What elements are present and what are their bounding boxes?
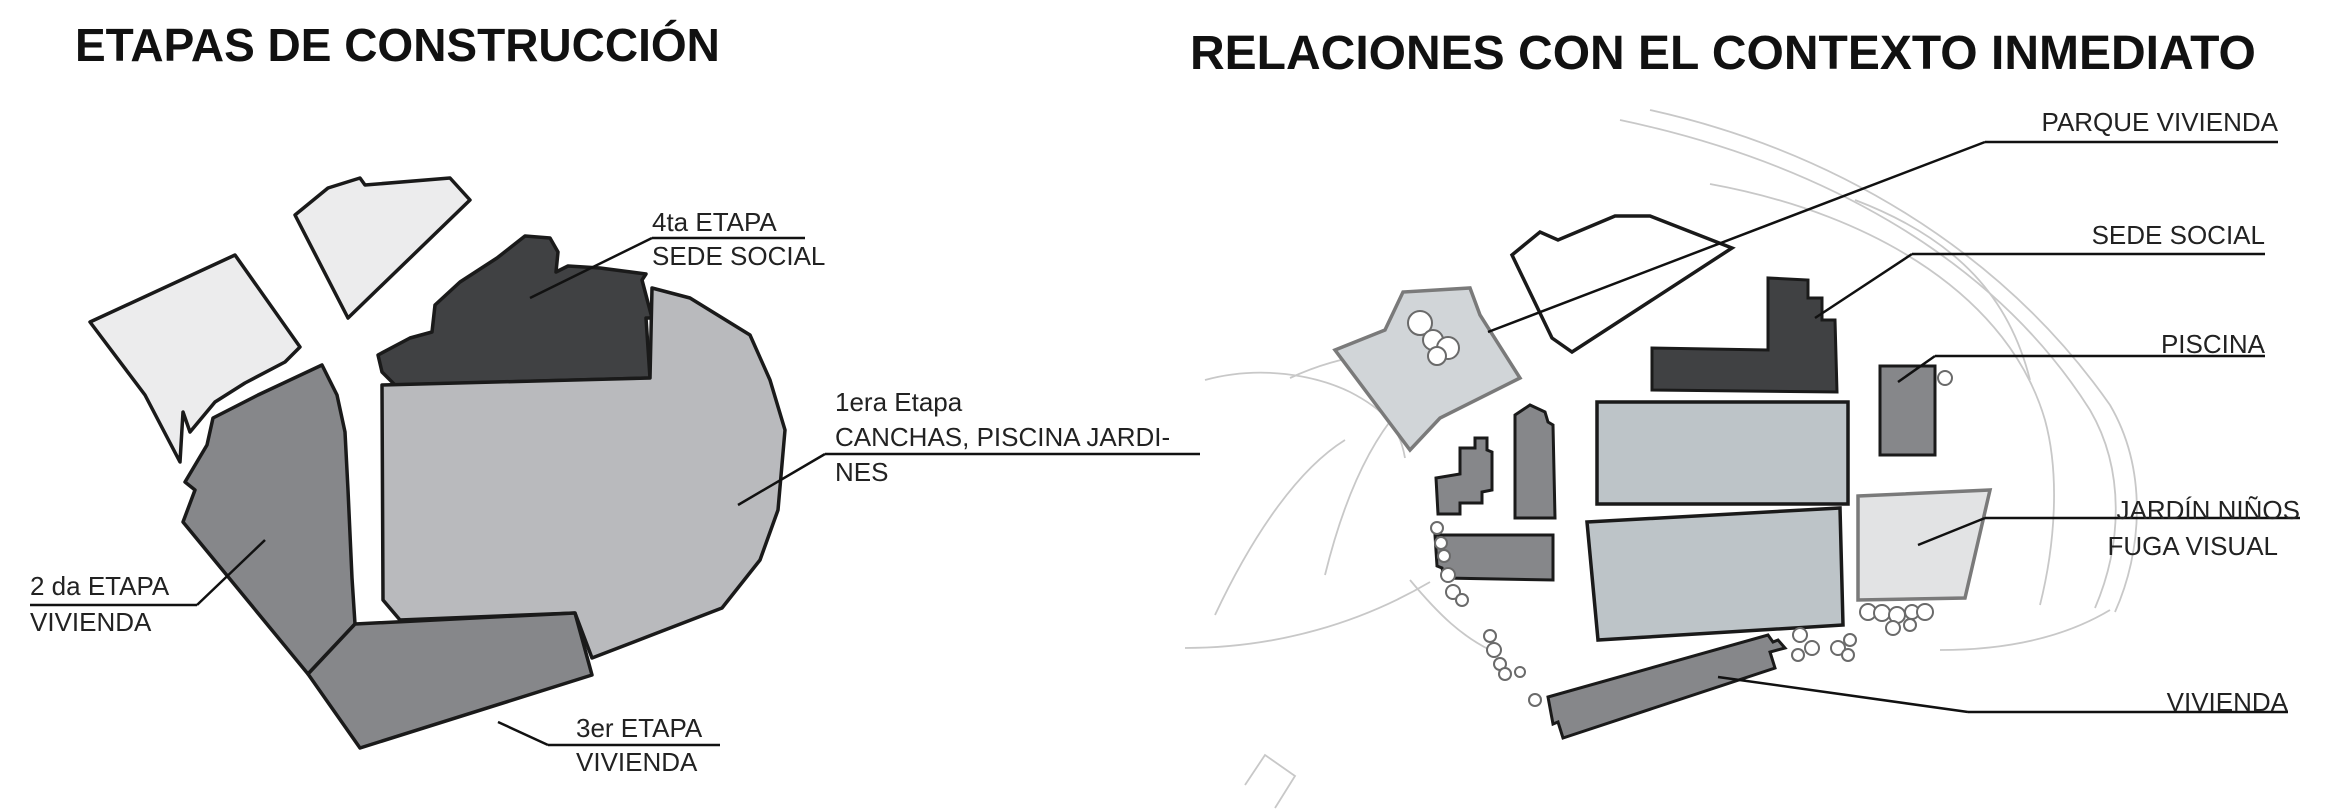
context-vivienda: [1546, 633, 1788, 740]
stage1-label-line2: CANCHAS, PISCINA JARDI-: [835, 422, 1171, 452]
sede-outline-plot: [1509, 214, 1736, 355]
stage2-label-line2: VIVIENDA: [30, 607, 152, 637]
light-block-left: [88, 253, 302, 464]
stage4-label-line1: 4ta ETAPA: [652, 207, 777, 237]
context-sede-social: [1650, 276, 1839, 394]
context-label-vivienda: VIVIENDA: [2166, 687, 2288, 717]
stage2-label-line1: 2 da ETAPA: [30, 571, 170, 601]
context-court-bottom: [1585, 506, 1845, 642]
context-piscina: [1878, 364, 1937, 457]
context-label-jardin-line2: FUGA VISUAL: [2107, 531, 2279, 561]
context-label-parque: PARQUE VIVIENDA: [2041, 107, 2278, 137]
light-block-top: [293, 176, 472, 320]
left-title: ETAPAS DE CONSTRUCCIÓN: [75, 19, 720, 71]
context-court-top: [1595, 400, 1850, 506]
parque-vivienda: [1332, 286, 1523, 453]
context-label-jardin-line1: JARDÍN NIÑOS: [2116, 495, 2300, 525]
housing-block-a: [1434, 436, 1494, 516]
context-label-piscina: PISCINA: [2160, 329, 2265, 359]
stages-leader-lines: [30, 236, 1200, 747]
context-plan: [1184, 109, 2138, 809]
stages-plan: [88, 176, 787, 750]
stage2-vivienda: [181, 363, 357, 676]
stage1-label-line1: 1era Etapa: [835, 387, 963, 417]
context-label-sede: SEDE SOCIAL: [2091, 220, 2265, 250]
stage1-label-line3: NES: [835, 457, 889, 487]
stage4-label-line2: SEDE SOCIAL: [652, 241, 826, 271]
stage4-sede-social: [376, 234, 654, 387]
right-title: RELACIONES CON EL CONTEXTO INMEDIATO: [1190, 27, 2256, 80]
housing-block-b: [1513, 403, 1557, 520]
stage3-label-line1: 3er ETAPA: [576, 713, 703, 743]
jardin-ninos: [1856, 488, 1993, 602]
context-trees: [1407, 310, 1953, 707]
stage3-vivienda: [306, 611, 594, 750]
context-leader-lines: [1487, 140, 2300, 714]
stage3-label-line2: VIVIENDA: [576, 747, 698, 777]
